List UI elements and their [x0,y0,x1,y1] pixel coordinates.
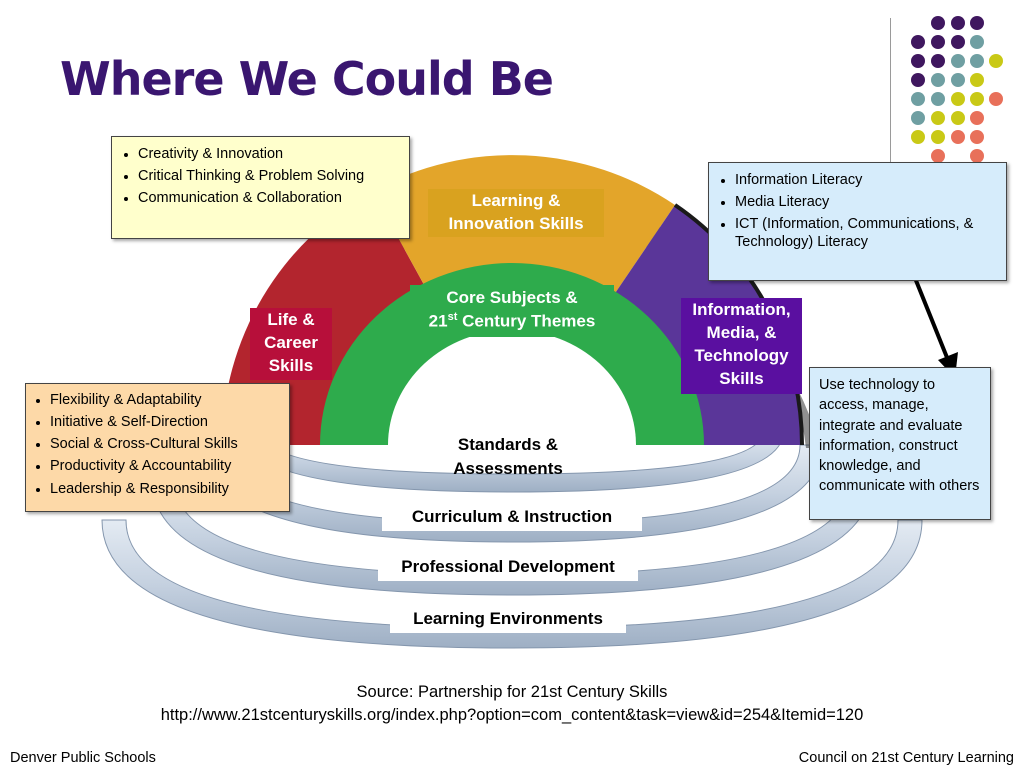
arch-inner-white [388,330,636,445]
list-item: Critical Thinking & Problem Solving [138,167,403,185]
core-subjects-superscript: st [447,310,458,323]
decorative-dot [931,16,945,30]
list-item: Flexibility & Adaptability [50,391,283,409]
core-subjects-label: Core Subjects & 21st Century Themes [410,285,614,337]
decorative-dot [951,130,965,144]
connector-arrow [913,277,958,378]
core-subjects-line1: Core Subjects & [446,288,578,307]
list-item: ICT (Information, Communications, & Tech… [735,215,1000,251]
list-item: Leadership & Responsibility [50,480,283,498]
decorative-dot [911,130,925,144]
imt-label: Information, Media, & Technology Skills [681,298,802,394]
decorative-dot [951,16,965,30]
list-item: Initiative & Self-Direction [50,413,283,431]
decorative-dot [951,111,965,125]
decorative-dot-grid [911,16,1003,163]
list-item: Creativity & Innovation [138,145,403,163]
decorative-dot [931,149,945,163]
core-subjects-theme: Century Themes [457,311,596,331]
information-media-callout: Information Literacy Media Literacy ICT … [708,162,1007,281]
source-credit: Source: Partnership for 21st Century Ski… [356,683,668,701]
source-url: http://www.21stcenturyskills.org/index.p… [160,706,864,724]
life-career-callout: Flexibility & Adaptability Initiative & … [25,383,290,512]
ring-learning-environments [101,519,923,649]
information-media-list: Information Literacy Media Literacy ICT … [713,171,1000,252]
learning-environments-label: Learning Environments [390,609,626,633]
technology-use-callout: Use technology to access, manage, integr… [809,367,991,520]
list-item: Productivity & Accountability [50,457,283,475]
decorative-dot [931,73,945,87]
decorative-dot [951,92,965,106]
decorative-dot [970,92,984,106]
decorative-dot [970,35,984,49]
life-career-list: Flexibility & Adaptability Initiative & … [28,391,283,498]
standards-assessments-label: Standards & Assessments [453,435,563,478]
learning-innovation-callout: Creativity & Innovation Critical Thinkin… [111,136,410,239]
decorative-dot [970,130,984,144]
list-item: Social & Cross-Cultural Skills [50,435,283,453]
life-career-label: Life & Career Skills [250,308,332,380]
technology-use-text: Use technology to access, manage, integr… [819,377,980,495]
decorative-dot [989,54,1003,68]
curriculum-instruction-label: Curriculum & Instruction [382,507,642,531]
decorative-dot [911,111,925,125]
decorative-dot [911,35,925,49]
decorative-dot [951,73,965,87]
decorative-dot [970,16,984,30]
footer-right: Council on 21st Century Learning [798,750,1014,766]
decorative-dot [970,111,984,125]
decorative-dot [951,54,965,68]
decorative-divider [890,18,891,218]
decorative-dot [951,35,965,49]
learning-innovation-list: Creativity & Innovation Critical Thinkin… [116,145,403,207]
decorative-dot [931,92,945,106]
professional-development-label: Professional Development [378,557,638,581]
decorative-dot [970,54,984,68]
core-subjects-line2: 21st Century Themes [410,310,614,334]
list-item: Communication & Collaboration [138,189,403,207]
decorative-dot [911,54,925,68]
core-subjects-number: 21 [428,311,448,331]
decorative-dot [931,54,945,68]
list-item: Media Literacy [735,193,1000,211]
decorative-dot [931,35,945,49]
decorative-dot [911,92,925,106]
decorative-dot [970,149,984,163]
slide-title: Where We Could Be [60,52,554,106]
decorative-dot [970,73,984,87]
decorative-dot [931,130,945,144]
footer-left: Denver Public Schools [10,750,156,766]
decorative-dot [911,73,925,87]
decorative-dot [931,111,945,125]
decorative-dot [989,92,1003,106]
learning-innovation-label: Learning & Innovation Skills [428,189,604,237]
list-item: Information Literacy [735,171,1000,189]
